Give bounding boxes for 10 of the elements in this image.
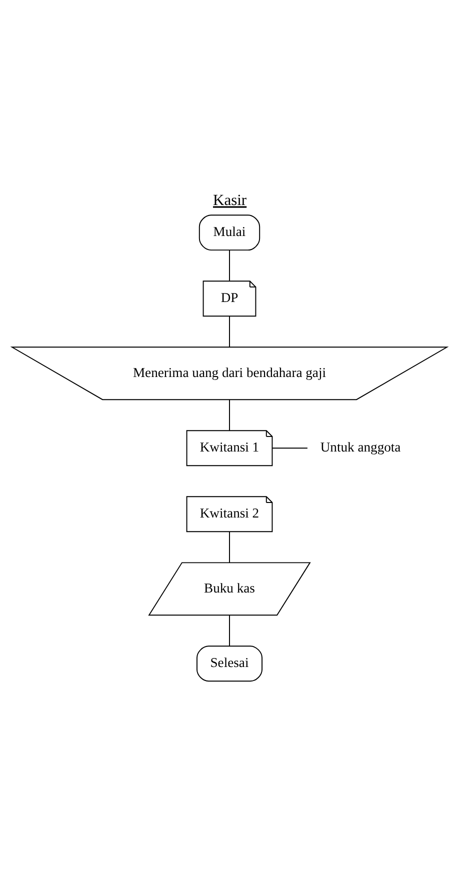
connector [229, 316, 230, 348]
connector [229, 250, 230, 282]
node-box: Mulai [198, 214, 260, 251]
node-text: Untuk anggota [320, 440, 401, 455]
connector [229, 399, 230, 431]
connector [272, 448, 308, 449]
diagram-title: Kasir [212, 192, 247, 210]
connector [229, 614, 230, 646]
node-box: Selesai [196, 646, 262, 682]
connector [229, 531, 230, 564]
